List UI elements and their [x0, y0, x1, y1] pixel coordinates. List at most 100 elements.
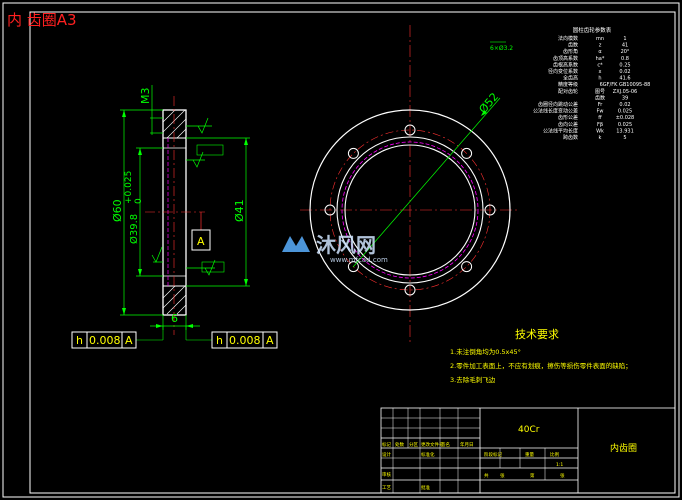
- param-name: 跨齿数: [563, 134, 578, 141]
- param-symbol: 图号: [595, 89, 605, 95]
- bolt-holes: [324, 124, 496, 296]
- bolt-hole: [484, 204, 496, 216]
- param-value: ±0.028: [616, 115, 635, 121]
- ring-outer-circle: [309, 109, 511, 311]
- tb-part-name: 内齿圈: [610, 442, 637, 454]
- bolt-circle: [329, 129, 491, 291]
- tb-label-sign: 签名: [441, 441, 450, 448]
- bolt-hole: [347, 147, 359, 159]
- bolt-hole: [347, 261, 359, 273]
- dim-m3: M3: [139, 88, 152, 105]
- param-name: 齿向公差: [558, 121, 578, 128]
- dim-width: 6: [171, 312, 178, 325]
- param-symbol: k: [599, 135, 602, 141]
- dim-pcd: Ø52: [476, 90, 501, 116]
- drawing-title: 内 齿圈A3: [7, 11, 77, 29]
- dim-bore: Ø39.8: [128, 214, 140, 244]
- hole-callout: 6×Ø3.2: [490, 45, 513, 52]
- param-value: 13.931: [616, 128, 634, 134]
- param-symbol: Fw: [597, 109, 604, 115]
- tb-label-total: 共: [484, 472, 489, 479]
- param-value: 0.02: [619, 69, 630, 75]
- watermark-logo-icon: [282, 236, 310, 252]
- param-name: 精度等级: [558, 81, 578, 88]
- tol-datum-right: A: [266, 334, 274, 347]
- param-value: 0.02: [619, 102, 630, 108]
- param-symbol: Wk: [596, 128, 604, 134]
- param-symbol: Fβ: [597, 122, 603, 128]
- param-name: 公法线平均长度: [543, 127, 578, 134]
- param-value: ZXJ.05-06: [613, 89, 637, 95]
- dim-od: Ø60: [111, 199, 124, 222]
- tb-label-zone: 分区: [409, 441, 418, 448]
- watermark-brand: 沐风网: [316, 233, 376, 257]
- section-outline: [162, 109, 187, 316]
- tb-label-approve: 批准: [421, 484, 430, 491]
- tb-label-count: 处数: [395, 441, 404, 448]
- param-symbol: α: [598, 49, 602, 55]
- param-value: 1: [623, 36, 626, 42]
- hatch-top: [162, 109, 187, 139]
- param-name: 齿根高系数: [553, 61, 578, 68]
- dim-inner: Ø41: [233, 199, 246, 222]
- technical-requirements: 技术要求 1.未注倒角均为0.5x45° 2.零件加工表面上，不应有划痕，擦伤等…: [450, 328, 632, 384]
- section-view: M3 Ø60 Ø39.8 +0.025 0 Ø41 6 A: [111, 85, 250, 335]
- param-symbol: x: [599, 69, 602, 75]
- tech-req-item-2: 2.零件加工表面上，不应有划痕，擦伤等损伤零件表面的缺陷；: [450, 361, 632, 370]
- tb-label-mark: 标记: [382, 441, 391, 448]
- tolerance-frame-right: h 0.008 A: [185, 326, 278, 349]
- tb-scale-value: 1:1: [556, 462, 563, 468]
- param-value: 0.25: [619, 62, 630, 68]
- param-name: 齿形公差: [558, 114, 578, 121]
- param-value: 0.025: [618, 109, 632, 115]
- bolt-hole: [324, 204, 336, 216]
- param-name: 齿形角: [563, 48, 578, 55]
- dim-tol-lower: 0: [134, 198, 144, 204]
- tech-req-item-3: 3.去除毛刺飞边: [450, 375, 496, 384]
- bolt-hole: [461, 147, 473, 159]
- param-symbol: z: [599, 43, 602, 49]
- param-value: 5: [623, 135, 626, 141]
- tb-label-sheet2: 张: [560, 472, 565, 479]
- dim-tol-upper: +0.025: [124, 171, 134, 204]
- bolt-hole: [404, 284, 416, 296]
- param-name: 径向变位系数: [548, 68, 578, 75]
- param-name: 齿顶高系数: [553, 55, 578, 62]
- watermark: 沐风网 www.mfcad.com: [282, 233, 388, 264]
- param-value: 39: [622, 95, 628, 101]
- param-name: 法向模数: [558, 35, 578, 42]
- param-symbol: 齿数: [595, 94, 605, 101]
- param-name: 全齿高: [563, 75, 578, 82]
- param-value: 0.025: [618, 122, 632, 128]
- tol-datum-left: A: [125, 334, 133, 347]
- inner-frame: [29, 11, 676, 494]
- front-view: Ø52 6×Ø3.2: [300, 25, 520, 345]
- tol-val-right: 0.008: [229, 334, 261, 347]
- tb-label-scale: 比例: [550, 451, 559, 458]
- param-name: 配对齿轮: [558, 88, 578, 95]
- watermark-url: www.mfcad.com: [330, 256, 388, 264]
- param-symbol: ff: [598, 115, 602, 121]
- tb-material: 40Cr: [518, 425, 540, 435]
- param-value: 20°: [621, 49, 630, 55]
- param-symbol: ha*: [596, 56, 605, 62]
- tol-val-left: 0.008: [89, 334, 121, 347]
- tb-label-sheet1: 张: [500, 472, 505, 479]
- param-value: 6GF/FK GB10095-88: [600, 82, 651, 88]
- datum-box: [191, 229, 211, 251]
- ring-bore-circle: [336, 136, 484, 284]
- tb-label-design: 设计: [382, 451, 391, 458]
- param-symbol: Fr: [598, 102, 604, 108]
- param-name: 齿圈径向跳动公差: [538, 101, 578, 108]
- tb-label-stage: 阶段标记: [484, 451, 502, 458]
- param-value: 41: [622, 43, 628, 49]
- hatch-bottom: [162, 285, 187, 315]
- gear-root-circle: [344, 144, 476, 276]
- tb-label-standard: 标准化: [421, 451, 435, 458]
- param-symbol: mn: [596, 36, 604, 42]
- tb-label-date: 年月日: [460, 441, 474, 448]
- param-value: 41.6: [619, 76, 630, 82]
- datum-label: A: [197, 235, 205, 248]
